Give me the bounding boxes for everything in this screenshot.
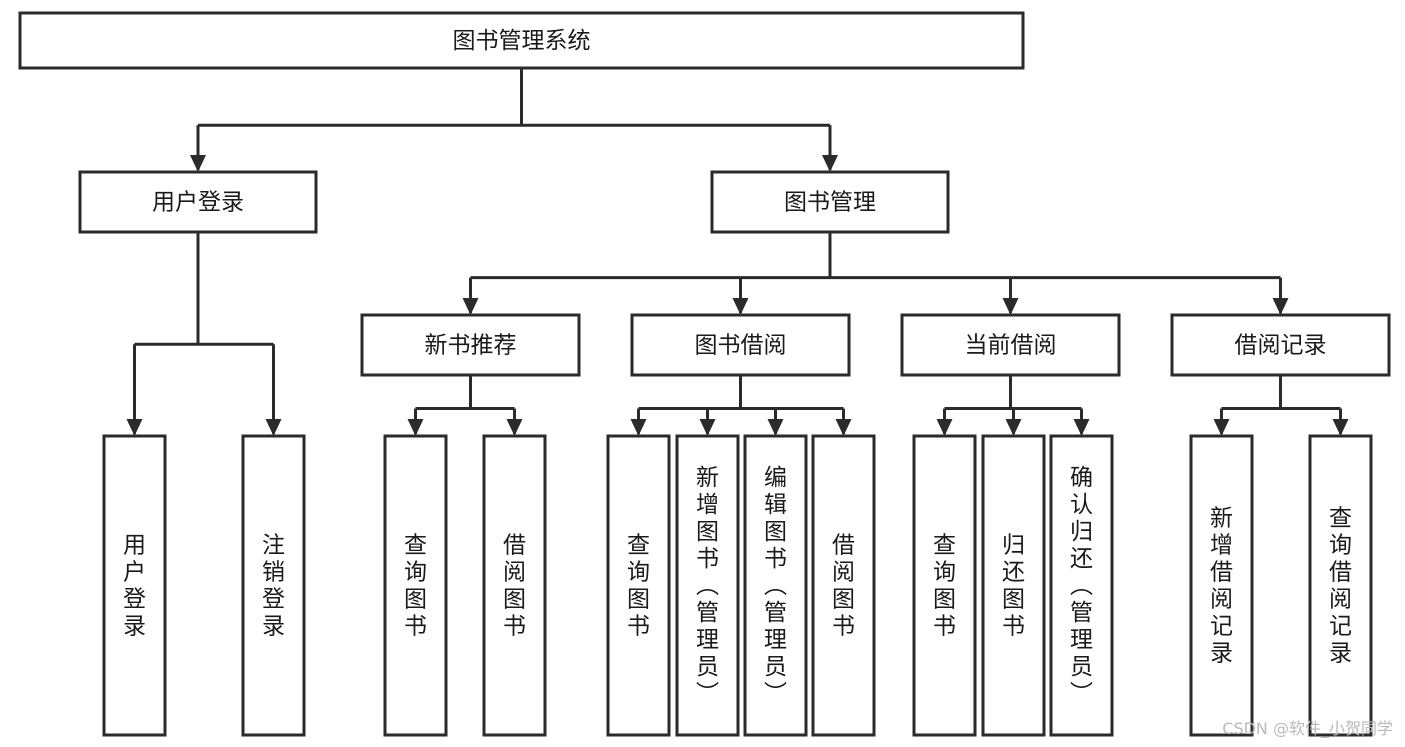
arrow-head-icon [1073,419,1090,436]
arrow-head-icon [699,419,716,436]
node-leaf-user-logout[interactable]: 注销登录 [241,434,306,737]
node-label: 图书管理 [784,190,876,216]
node-box [1170,313,1391,377]
arrow-head-icon [1005,419,1022,436]
arrow-head-icon [1272,298,1289,315]
node-current[interactable]: 当前借阅 [900,313,1121,377]
node-box [383,434,448,737]
arrow-head-icon [936,419,953,436]
arrow-head-icon [767,419,784,436]
node-label: 用户登录 [152,190,244,216]
arrow-head-icon [732,298,749,315]
node-boxes: 图书管理系统用户登录图书管理新书推荐图书借阅当前借阅借阅记录用户登录注销登录查询… [18,11,1391,737]
arrow-head-icon [506,419,523,436]
node-box [710,170,950,234]
node-box [743,434,808,737]
node-leaf-newbook-query[interactable]: 查询图书 [383,434,448,737]
arrow-head-icon [822,155,838,172]
node-label: 新书推荐 [425,333,517,359]
node-login[interactable]: 用户登录 [78,170,318,234]
node-box [675,434,740,737]
node-label: 编辑图书︵管理员︶ [764,465,787,707]
node-box [606,434,671,737]
node-label: 查询图书 [627,533,650,640]
node-leaf-borrow-edit[interactable]: 编辑图书︵管理员︶ [743,434,808,737]
node-box [1049,434,1114,737]
arrow-head-icon [1332,419,1349,436]
node-box [630,313,851,377]
node-leaf-newbook-borrow[interactable]: 借阅图书 [482,434,547,737]
node-label: 查询图书 [404,533,427,640]
node-leaf-current-query[interactable]: 查询图书 [912,434,977,737]
node-box [811,434,876,737]
node-box [482,434,547,737]
node-label: 新增借阅记录 [1210,506,1233,667]
node-label: 图书管理系统 [453,28,591,54]
node-borrow[interactable]: 图书借阅 [630,313,851,377]
node-box [900,313,1121,377]
node-label: 新增图书︵管理员︶ [696,465,719,707]
node-root[interactable]: 图书管理系统 [18,11,1025,70]
node-label: 借阅图书 [503,533,526,640]
watermark-text: CSDN @软件_小贺同学 [1222,719,1393,738]
node-label: 借阅图书 [832,533,855,640]
arrow-head-icon [1213,419,1230,436]
node-newbook[interactable]: 新书推荐 [360,313,581,377]
arrow-head-icon [126,419,143,436]
node-label: 注销登录 [262,533,285,640]
arrow-head-icon [407,419,424,436]
node-box [102,434,167,737]
node-label: 查询图书 [933,533,956,640]
arrow-head-icon [265,419,282,436]
arrow-head-icon [835,419,852,436]
node-box [78,170,318,234]
node-label: 借阅记录 [1235,333,1327,359]
arrow-head-icon [190,155,206,172]
node-label: 查询借阅记录 [1329,506,1352,667]
node-leaf-borrow-query[interactable]: 查询图书 [606,434,671,737]
node-leaf-borrow-add[interactable]: 新增图书︵管理员︶ [675,434,740,737]
node-label: 归还图书 [1002,533,1025,640]
node-label: 用户登录 [123,533,146,640]
node-box [981,434,1046,737]
node-label: 图书借阅 [695,333,787,359]
node-leaf-records-add[interactable]: 新增借阅记录 [1189,434,1254,737]
node-box [360,313,581,377]
connector-edges [126,68,1349,436]
node-box [912,434,977,737]
node-bookmgmt[interactable]: 图书管理 [710,170,950,234]
node-leaf-current-confirm[interactable]: 确认归还︵管理员︶ [1049,434,1114,737]
arrow-head-icon [462,298,479,315]
node-leaf-records-query[interactable]: 查询借阅记录 [1308,434,1373,737]
node-label: 当前借阅 [965,333,1057,359]
node-box [241,434,306,737]
arrow-head-icon [630,419,647,436]
node-leaf-borrow-lend[interactable]: 借阅图书 [811,434,876,737]
node-records[interactable]: 借阅记录 [1170,313,1391,377]
arrow-head-icon [1002,298,1019,315]
node-label: 确认归还︵管理员︶ [1070,465,1093,707]
node-box [18,11,1025,70]
node-leaf-current-return[interactable]: 归还图书 [981,434,1046,737]
node-box [1189,434,1254,737]
node-leaf-user-login[interactable]: 用户登录 [102,434,167,737]
node-box [1308,434,1373,737]
